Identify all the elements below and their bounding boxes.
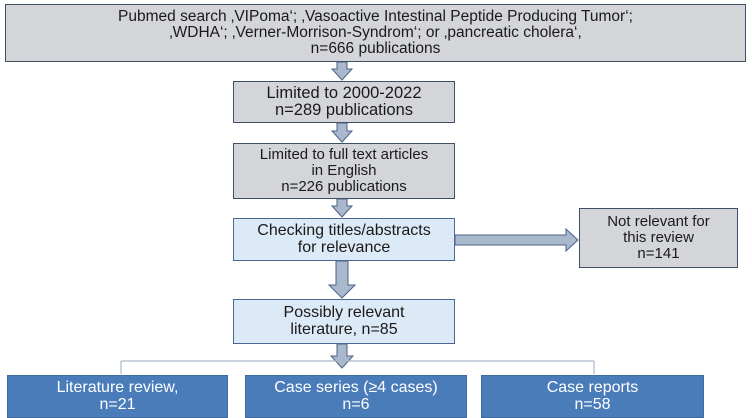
case-series-box: Case series (≥4 cases) n=6 bbox=[245, 375, 467, 418]
search-line-3: n=666 publications bbox=[310, 40, 441, 58]
checking-line-1: Checking titles/abstracts bbox=[257, 221, 431, 239]
branch-lines bbox=[120, 360, 595, 374]
possibly-relevant-line-2: literature, n=85 bbox=[290, 320, 398, 338]
search-line-1: Pubmed search ‚VIPoma‘; ‚Vasoactive Inte… bbox=[118, 7, 633, 25]
case-reports-line-2: n=58 bbox=[574, 395, 611, 413]
possibly-relevant-box: Possibly relevant literature, n=85 bbox=[233, 299, 455, 344]
search-box: Pubmed search ‚VIPoma‘; ‚Vasoactive Inte… bbox=[5, 4, 746, 62]
not-relevant-line-1: Not relevant for bbox=[607, 213, 710, 231]
limited-fulltext-line-2: in English bbox=[311, 162, 377, 180]
checking-line-2: for relevance bbox=[297, 238, 391, 256]
arrow-down-2 bbox=[330, 122, 354, 143]
limited-years-line-2: n=289 publications bbox=[274, 101, 414, 119]
not-relevant-box: Not relevant for this review n=141 bbox=[579, 208, 738, 268]
case-series-line-1: Case series (≥4 cases) bbox=[274, 378, 438, 396]
limited-fulltext-line-1: Limited to full text articles bbox=[259, 146, 429, 164]
limited-fulltext-box: Limited to full text articles in English… bbox=[233, 143, 455, 199]
possibly-relevant-line-1: Possibly relevant bbox=[283, 303, 405, 321]
not-relevant-line-3: n=141 bbox=[637, 244, 680, 262]
case-series-line-2: n=6 bbox=[342, 395, 370, 413]
literature-review-line-2: n=21 bbox=[99, 395, 136, 413]
arrow-right-excluded bbox=[454, 227, 579, 253]
search-line-2: ‚WDHA‘; ‚Verner-Morrison-Syndrom‘; or ‚p… bbox=[169, 23, 582, 41]
arrow-down-4 bbox=[327, 260, 357, 299]
checking-relevance-box: Checking titles/abstracts for relevance bbox=[233, 218, 455, 261]
arrow-down-3 bbox=[330, 198, 354, 218]
literature-review-box: Literature review, n=21 bbox=[7, 375, 228, 418]
literature-review-line-1: Literature review, bbox=[56, 378, 179, 396]
arrow-down-1 bbox=[330, 61, 354, 81]
case-reports-box: Case reports n=58 bbox=[481, 375, 704, 418]
not-relevant-line-2: this review bbox=[623, 229, 694, 247]
arrow-down-split bbox=[329, 343, 355, 369]
limited-years-line-1: Limited to 2000-2022 bbox=[266, 83, 422, 102]
case-reports-line-1: Case reports bbox=[546, 378, 639, 396]
limited-years-box: Limited to 2000-2022 n=289 publications bbox=[233, 81, 455, 123]
limited-fulltext-line-3: n=226 publications bbox=[281, 177, 407, 195]
